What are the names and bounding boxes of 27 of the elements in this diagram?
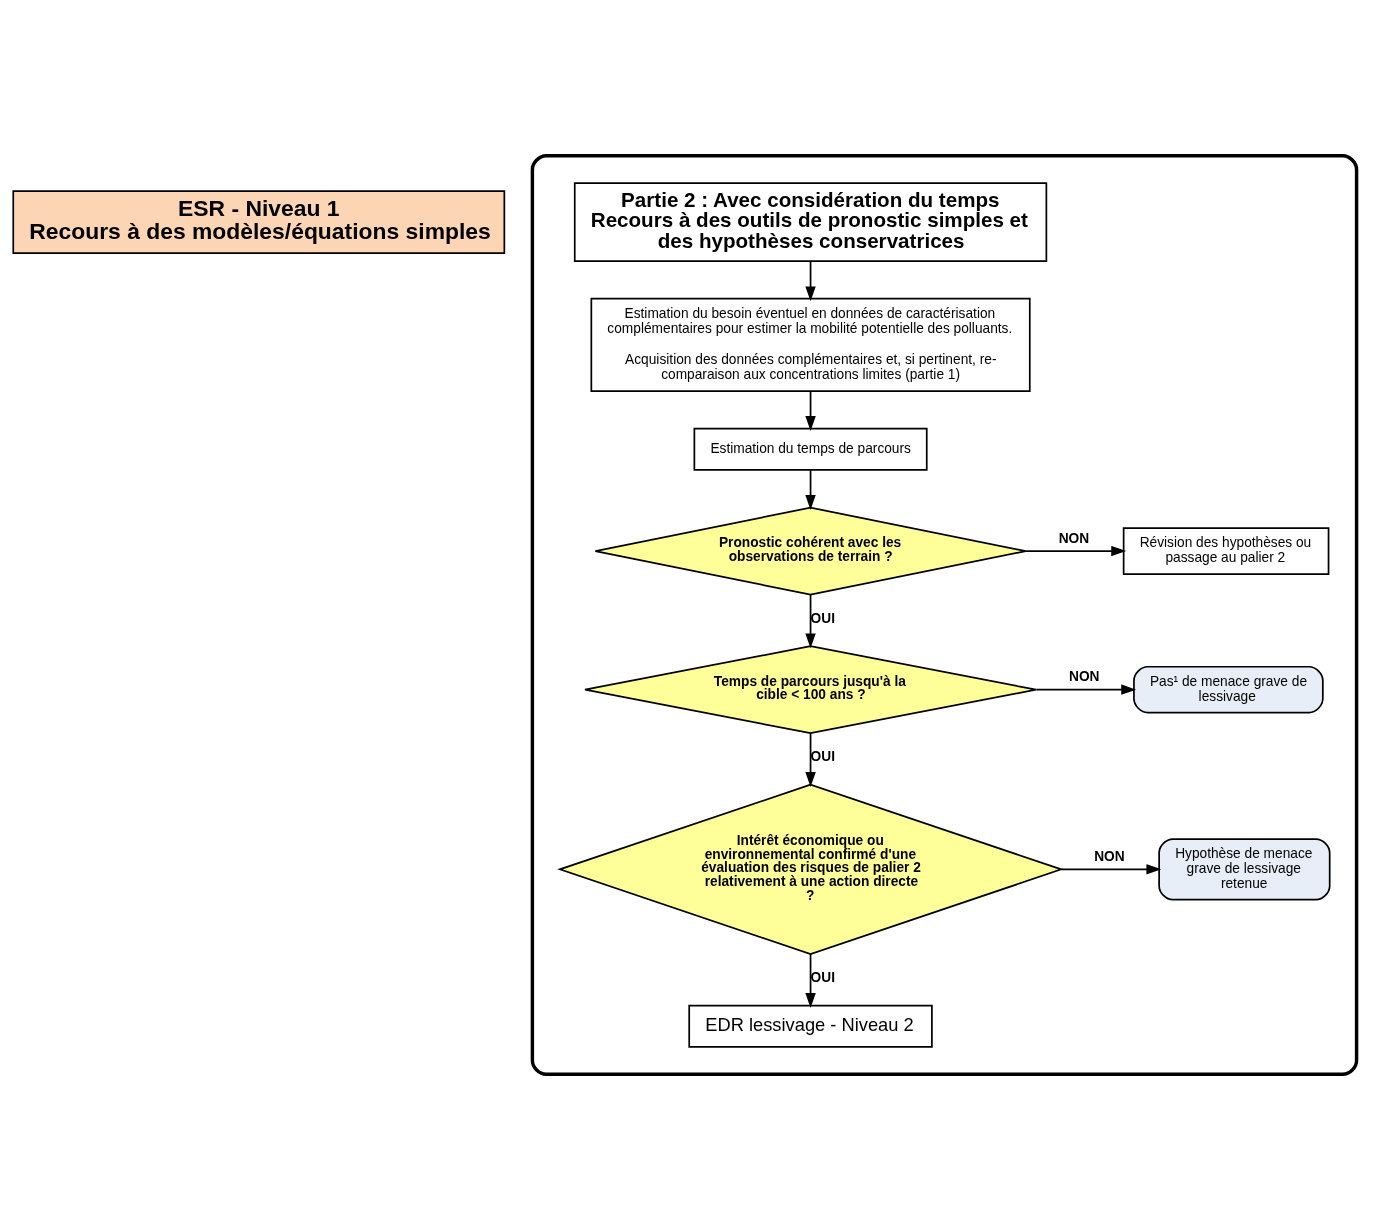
edge-label: OUI <box>810 610 835 626</box>
arrow <box>805 260 816 302</box>
node-box: Hypothèse de menace grave de lessivage retenue <box>1158 838 1331 901</box>
edge-label: OUI <box>810 970 835 986</box>
edge-label: NON <box>1094 848 1125 864</box>
node-box: Partie 2 : Avec considération du temps Recours à des outils de pronostic simples et des hypothèses conservatrices <box>573 182 1048 262</box>
node-box: Estimation du besoin éventuel en données de caractérisation complémentaires pour estimer la mobilité potentielle des polluants. Acquisition des données complémentaires et, si pertinent, re-comparaison aux concentrations limites (partie 1) <box>590 297 1031 392</box>
node-diamond: Temps de parcours jusqu'à la cible < 100 ans ? <box>584 645 1037 734</box>
node-box: Révision des hypothèses ou passage au palier 2 <box>1122 527 1330 575</box>
edge-label: OUI <box>810 749 835 765</box>
cluster <box>530 154 1359 1076</box>
arrow <box>1060 864 1162 875</box>
edge-label: NON <box>1068 669 1100 685</box>
node-diamond: Intérêt économique ou environnemental confirmé d'une évaluation des risques de palier 2 relativement à une action directe ? <box>557 783 1064 955</box>
node-box: EDR lessivage - Niveau 2 <box>688 1004 933 1048</box>
node-box: Pas¹ de menace grave de lessivage <box>1133 665 1324 714</box>
edge-label: NON <box>1058 530 1090 546</box>
node-box: ESR - Niveau 1 Recours à des modèles/équations simples <box>12 190 506 254</box>
arrow <box>1035 684 1137 695</box>
node-diamond: Pronostic cohérent avec les observations de terrain ? <box>594 506 1027 596</box>
arrow <box>1025 545 1127 557</box>
arrow <box>805 732 816 787</box>
arrow <box>805 469 816 510</box>
arrow <box>805 593 816 649</box>
arrow <box>805 390 816 431</box>
node-box: Estimation du temps de parcours <box>693 427 928 471</box>
arrow <box>805 953 816 1008</box>
